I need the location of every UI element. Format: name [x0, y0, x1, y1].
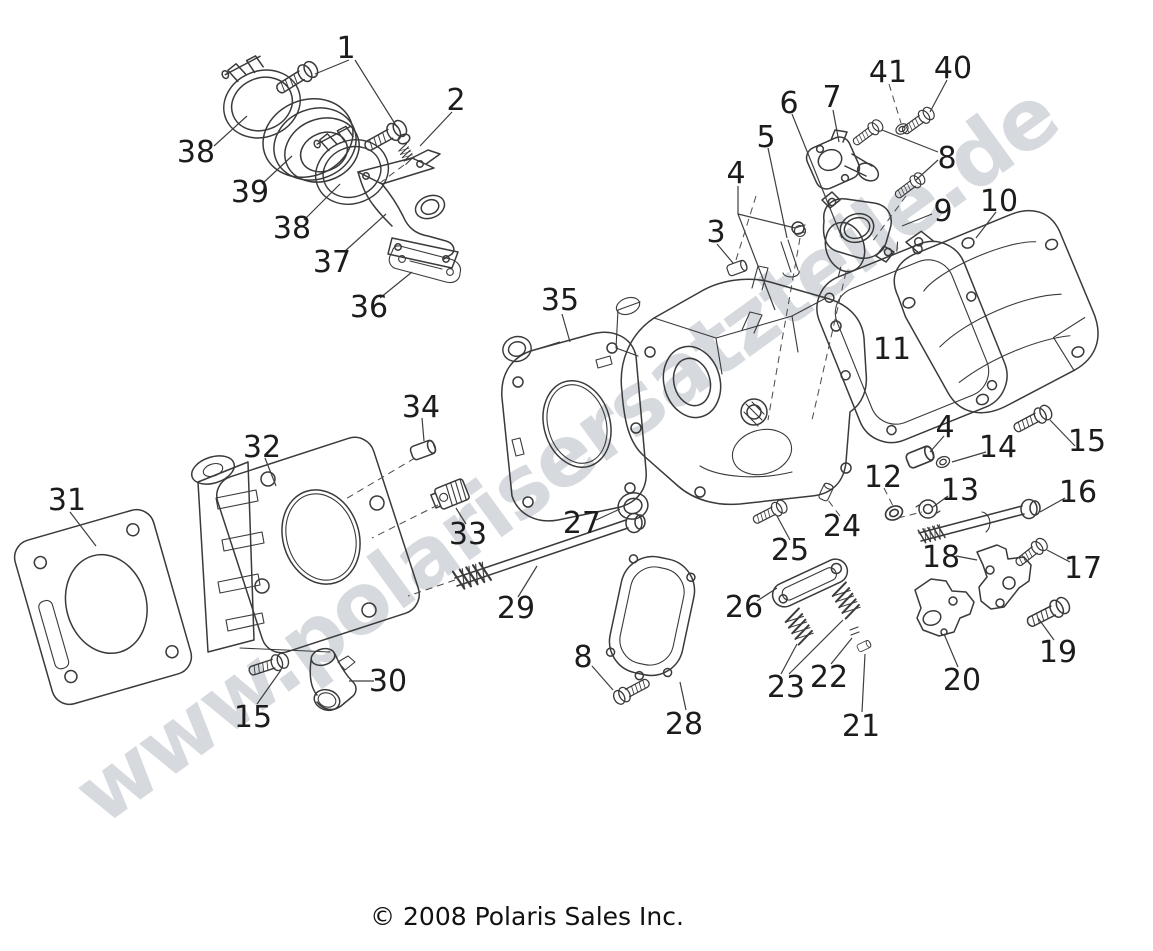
- callout-17: 17: [1064, 551, 1102, 586]
- callout-31: 31: [48, 483, 86, 518]
- callout-36: 36: [350, 290, 388, 325]
- callout-4b: 4: [935, 410, 954, 445]
- valve-spring-23a: [782, 607, 816, 646]
- base-gasket-31: [13, 508, 193, 706]
- rocker-18: [976, 544, 1032, 610]
- callout-10: 10: [980, 184, 1018, 219]
- alignment-lines: [343, 83, 923, 597]
- callout-23: 23: [767, 670, 805, 705]
- oil-seal-27: [614, 488, 652, 524]
- callout-18: 18: [922, 540, 960, 575]
- callout-38b: 38: [273, 211, 311, 246]
- callout-14: 14: [979, 430, 1017, 465]
- valve-cover-10: [893, 209, 1099, 414]
- flange-9: [821, 191, 895, 263]
- callout-30: 30: [369, 664, 407, 699]
- callout-16: 16: [1059, 475, 1097, 510]
- callout-25: 25: [771, 533, 809, 568]
- cylinder-32: [190, 436, 420, 654]
- callout-7: 7: [822, 80, 841, 115]
- callout-21: 21: [842, 709, 880, 744]
- ring-14: [934, 453, 952, 471]
- cover-gasket-11: [816, 240, 1008, 444]
- plate-26: [771, 558, 849, 608]
- diagram-linework: [13, 45, 1099, 712]
- callout-38a: 38: [177, 135, 215, 170]
- nut-4: [791, 221, 805, 235]
- callout-2: 2: [446, 83, 465, 118]
- elbow-30: [309, 647, 357, 712]
- callout-29: 29: [497, 591, 535, 626]
- dowel-4b: [904, 443, 937, 470]
- callout-41: 41: [869, 55, 907, 90]
- callout-3: 3: [706, 215, 725, 250]
- callout-37: 37: [313, 245, 351, 280]
- head-gasket-35: [501, 331, 647, 522]
- watermark-text: www.polarisersatzteile.de: [57, 66, 1075, 843]
- callout-8a: 8: [937, 141, 956, 176]
- callout-15b: 15: [234, 700, 272, 735]
- leader-lines: [69, 59, 1076, 713]
- callout-26: 26: [725, 590, 763, 625]
- dowel-34: [408, 438, 438, 462]
- valve-spring-23b: [829, 581, 863, 620]
- shaft-16: [917, 498, 1041, 545]
- callout-39: 39: [231, 175, 269, 210]
- callout-32: 32: [243, 430, 281, 465]
- callout-4a: 4: [726, 156, 745, 191]
- callout-15a: 15: [1068, 424, 1106, 459]
- stud-29: [451, 512, 646, 592]
- seal-ring-top: [499, 332, 535, 366]
- screw-2: [396, 133, 416, 165]
- callout-34: 34: [402, 390, 440, 425]
- manifold-37: [357, 149, 459, 269]
- clamp-38a: [207, 45, 312, 150]
- cylinder-head: [615, 265, 868, 506]
- gasket-36: [388, 245, 462, 284]
- callout-1: 1: [336, 31, 355, 66]
- boot-39: [262, 98, 360, 183]
- callout-9: 9: [933, 194, 952, 229]
- callout-11: 11: [873, 332, 911, 367]
- housing-7: [805, 129, 880, 190]
- callout-19: 19: [1039, 635, 1077, 670]
- callout-27: 27: [563, 506, 601, 541]
- callout-8b: 8: [573, 640, 592, 675]
- copyright-text: © 2008 Polaris Sales Inc.: [370, 902, 684, 931]
- callout-35: 35: [541, 283, 579, 318]
- cover-gasket-28: [605, 554, 696, 681]
- callout-40: 40: [934, 51, 972, 86]
- callout-6: 6: [779, 86, 798, 121]
- retainer-21: [855, 639, 873, 653]
- adjuster-13: [915, 499, 941, 519]
- callout-5: 5: [756, 120, 775, 155]
- callout-22: 22: [810, 660, 848, 695]
- callout-24: 24: [823, 509, 861, 544]
- rocker-20: [914, 578, 975, 637]
- keeper-22: [849, 626, 860, 636]
- callout-12: 12: [864, 460, 902, 495]
- callout-13: 13: [941, 473, 979, 508]
- callouts: 1 2 38 39 38 37 36 35 41 40 7 6 5 8 4 9 …: [48, 31, 1106, 744]
- callout-33: 33: [449, 517, 487, 552]
- callout-20: 20: [943, 663, 981, 698]
- fitting-33: [430, 478, 470, 510]
- callout-28: 28: [665, 707, 703, 742]
